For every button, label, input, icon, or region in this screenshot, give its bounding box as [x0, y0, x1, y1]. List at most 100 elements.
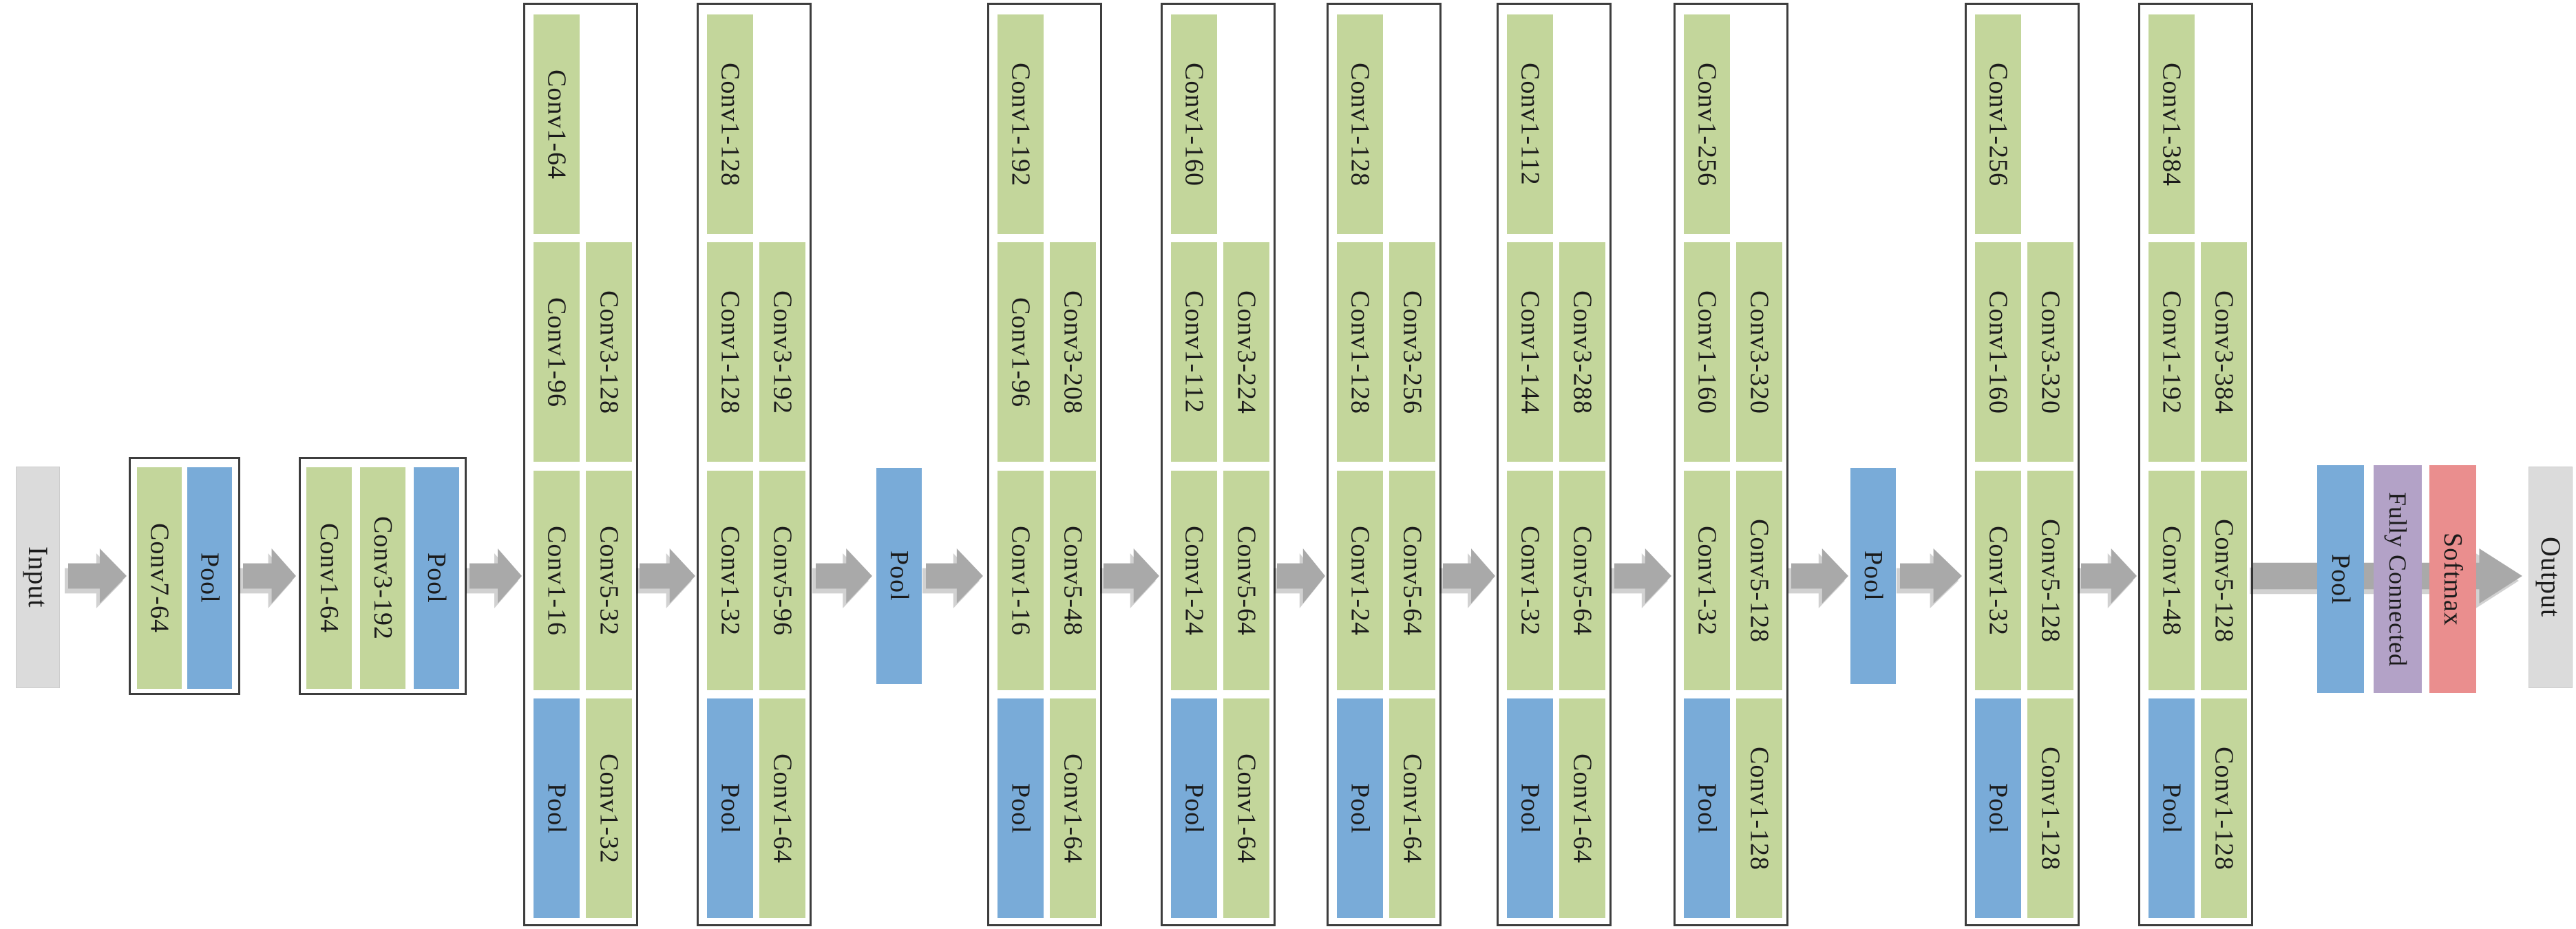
cell-label: Conv1-192 — [1006, 62, 1035, 186]
arrow-right-icon — [1614, 548, 1671, 604]
cell-label: Conv1-32 — [1692, 525, 1722, 636]
cell-label: Pool — [1515, 782, 1545, 834]
conv-cell: Conv1-24 — [1171, 471, 1217, 690]
cell-label: Conv5-128 — [1744, 518, 1774, 643]
output-box-label: Output — [2535, 537, 2566, 618]
cell-label: Conv1-64 — [1058, 753, 1088, 864]
final-pool-box-label: Pool — [2326, 553, 2355, 605]
conv-cell: Conv5-32 — [586, 471, 632, 690]
conv-cell: Conv1-192 — [997, 14, 1044, 234]
flow-arrow — [1614, 548, 1671, 604]
pool-cell: Pool — [1171, 698, 1217, 918]
cell-label: Conv1-128 — [1345, 290, 1375, 414]
conv-cell: Conv3-224 — [1223, 242, 1269, 462]
cell-label: Conv5-64 — [1397, 525, 1427, 636]
conv-cell: Conv1-160 — [1171, 14, 1217, 234]
pool-cell: Pool — [997, 698, 1044, 918]
pool-cell: Pool — [534, 698, 580, 918]
conv-cell: Conv3-208 — [1050, 242, 1096, 462]
flow-arrow — [1277, 548, 1325, 604]
pool-cell: Pool — [2149, 698, 2195, 918]
softmax-box-label: Softmax — [2438, 532, 2467, 626]
cell-label: Conv5-48 — [1058, 525, 1088, 636]
cell-label: Conv1-64 — [315, 523, 344, 633]
cell-label: Conv1-48 — [2157, 525, 2186, 636]
conv-cell: Conv1-112 — [1171, 242, 1217, 462]
conv-cell: Conv1-32 — [1684, 471, 1730, 690]
conv-cell: Conv3-320 — [2027, 242, 2073, 462]
cell-label: Conv3-192 — [768, 290, 797, 414]
conv-cell: Conv3-288 — [1559, 242, 1605, 462]
flow-arrow — [1900, 548, 1962, 604]
conv-cell: Conv5-48 — [1050, 471, 1096, 690]
conv-cell: Conv3-192 — [759, 242, 805, 462]
conv-cell: Conv1-128 — [2201, 698, 2247, 918]
cell-label: Conv7-64 — [145, 523, 174, 633]
conv-cell: Conv3-256 — [1389, 242, 1435, 462]
pool-box: Pool — [876, 468, 922, 684]
cell-label: Pool — [1345, 782, 1375, 834]
cell-label: Conv1-64 — [1232, 753, 1261, 864]
cell-label: Pool — [715, 782, 745, 834]
conv-cell: Conv1-144 — [1507, 242, 1553, 462]
cell-label: Conv1-144 — [1515, 290, 1545, 414]
cell-label: Conv1-160 — [1692, 290, 1722, 414]
arrow-right-icon — [1443, 548, 1495, 604]
conv-cell: Conv1-96 — [997, 242, 1044, 462]
cell-label: Conv1-160 — [1983, 290, 2013, 414]
cell-label: Conv1-128 — [715, 290, 745, 414]
cell-label: Conv5-128 — [2036, 518, 2065, 643]
conv-cell: Conv1-128 — [2027, 698, 2073, 918]
cell-label: Pool — [2157, 782, 2186, 834]
conv-cell: Conv1-24 — [1337, 471, 1383, 690]
cell-label: Pool — [1179, 782, 1209, 834]
cell-label: Pool — [422, 553, 451, 604]
cell-label: Conv3-320 — [1744, 290, 1774, 414]
conv-cell: Conv1-128 — [1736, 698, 1782, 918]
conv-cell: Conv1-64 — [1389, 698, 1435, 918]
pool-box: Pool — [1850, 468, 1896, 684]
conv-cell: Conv5-128 — [2027, 471, 2073, 690]
flow-arrow — [469, 548, 522, 604]
arrow-right-icon — [816, 548, 872, 604]
arrow-right-icon — [926, 548, 983, 604]
conv-cell: Conv1-128 — [707, 14, 753, 234]
final-pool-box: Pool — [2317, 465, 2364, 693]
cell-label: Pool — [195, 553, 224, 604]
flow-arrow — [243, 548, 296, 604]
input-box: Input — [16, 467, 60, 688]
cell-label: Pool — [1006, 782, 1035, 834]
cell-label: Conv1-384 — [2157, 62, 2186, 186]
conv-cell: Conv3-128 — [586, 242, 632, 462]
conv-cell: Conv5-64 — [1389, 471, 1435, 690]
cell-label: Conv1-16 — [542, 525, 571, 636]
cell-label: Conv5-64 — [1232, 525, 1261, 636]
cell-label: Conv1-64 — [542, 69, 571, 180]
output-box: Output — [2529, 467, 2573, 688]
cell-label: Conv1-192 — [2157, 290, 2186, 414]
cell-label: Conv1-32 — [715, 525, 745, 636]
cell-label: Conv1-128 — [2209, 746, 2239, 871]
conv-cell: Conv1-256 — [1684, 14, 1730, 234]
fully-connected-box: Fully Connected — [2374, 465, 2422, 693]
conv-cell: Conv1-128 — [707, 242, 753, 462]
conv-cell: Conv3-384 — [2201, 242, 2247, 462]
cell-label: Conv1-96 — [1006, 297, 1035, 407]
cell-label: Conv1-128 — [1744, 746, 1774, 871]
cell-label: Conv1-64 — [1397, 753, 1427, 864]
cell-label: Conv5-64 — [1567, 525, 1597, 636]
cell-label: Conv1-256 — [1983, 62, 2013, 186]
arrow-right-icon — [1104, 548, 1159, 604]
conv-cell: Conv5-64 — [1223, 471, 1269, 690]
conv-cell: Conv1-64 — [1223, 698, 1269, 918]
arrow-right-icon — [68, 548, 127, 604]
cell-label: Conv1-32 — [1515, 525, 1545, 636]
arrow-right-icon — [640, 548, 695, 604]
arrow-right-icon — [1791, 548, 1848, 604]
pool-cell: Pool — [707, 698, 753, 918]
cell-label: Conv1-256 — [1692, 62, 1722, 186]
